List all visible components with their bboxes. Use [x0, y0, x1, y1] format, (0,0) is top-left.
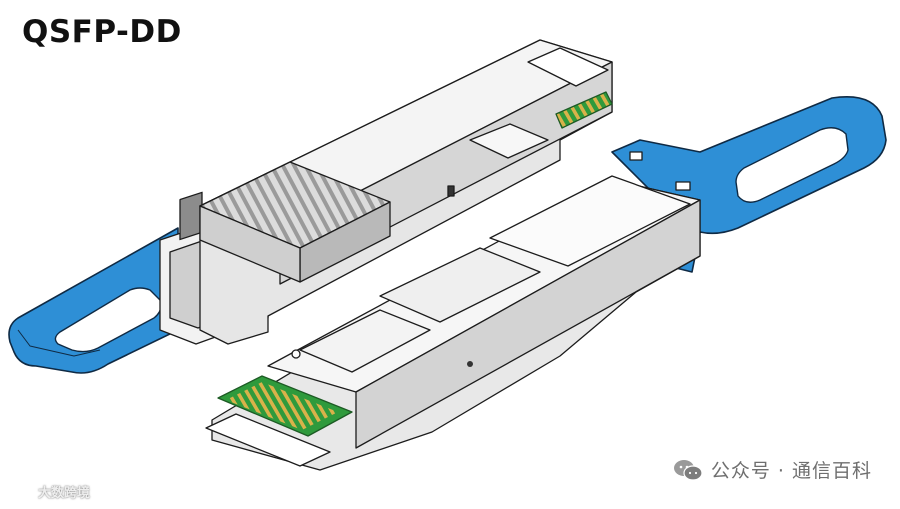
wechat-icon: [673, 459, 703, 481]
module-top-view: [8, 39, 613, 374]
heat-sink: [199, 161, 391, 283]
watermark: 公众号 · 通信百科: [673, 456, 872, 483]
brand-logo-icon: [8, 484, 33, 499]
pcb-edge-top: [555, 91, 613, 129]
module-bottom-view: [205, 96, 887, 471]
corner-watermark: 大数跨境: [8, 482, 90, 501]
diagram-title: QSFP-DD: [22, 14, 182, 50]
corner-watermark-text: 大数跨境: [38, 486, 91, 501]
pcb-edge-connector: [217, 375, 353, 437]
watermark-text: 公众号 · 通信百科: [710, 460, 872, 482]
